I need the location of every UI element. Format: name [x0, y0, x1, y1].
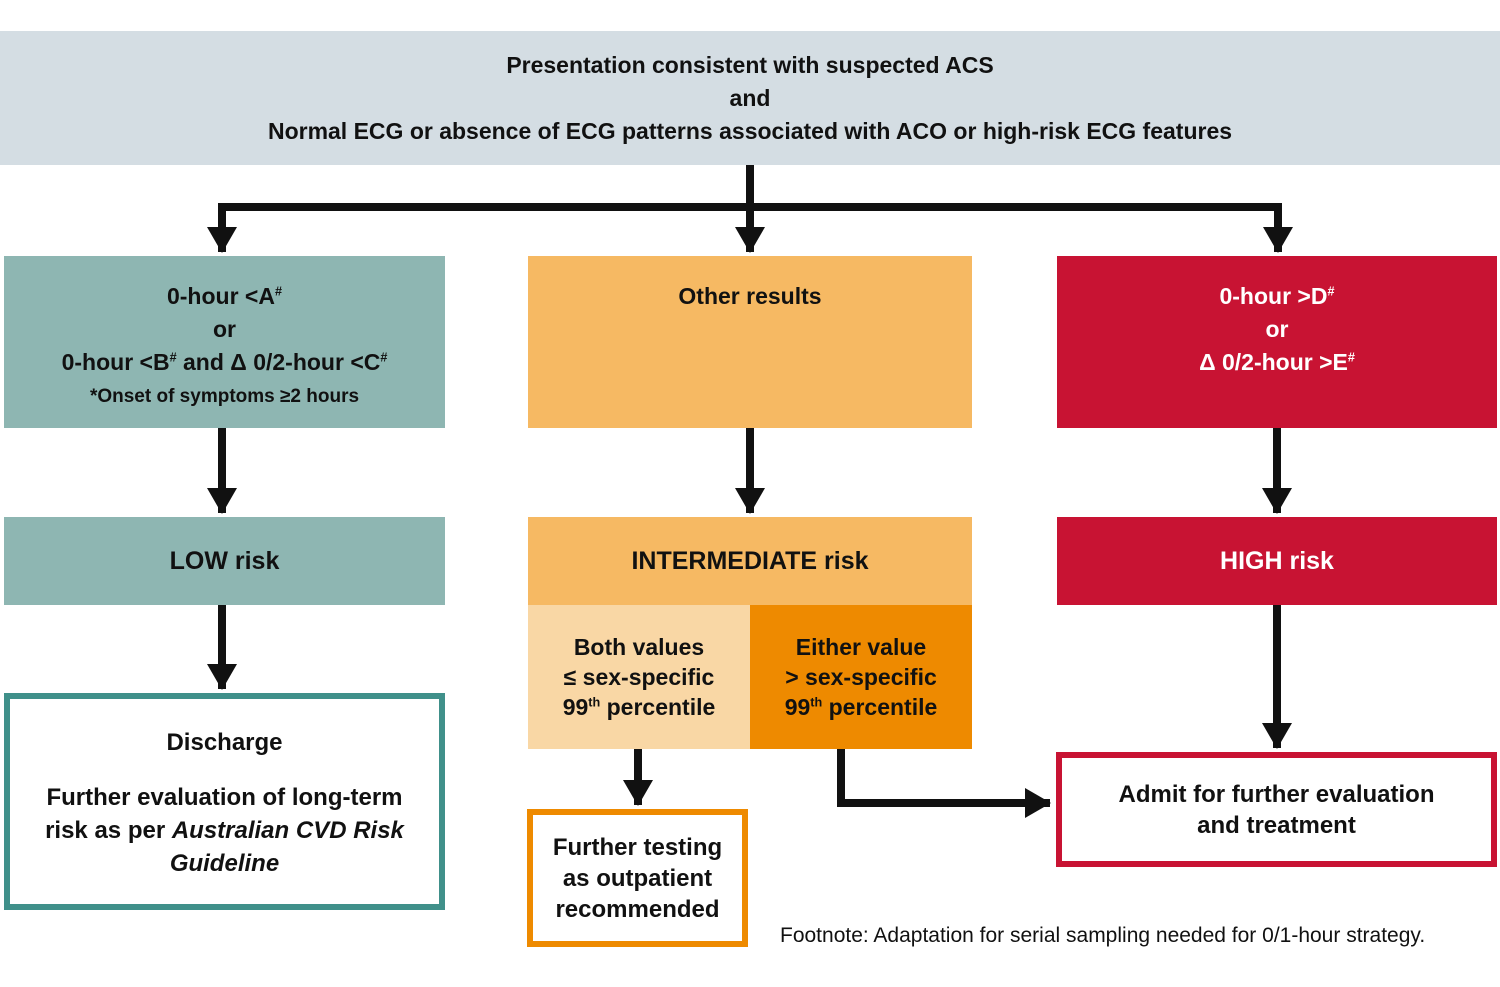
intermediate-risk-label: INTERMEDIATE risk — [631, 546, 869, 575]
admit-box: Admit for further evaluation and treatme… — [1056, 752, 1497, 867]
discharge-body: Further evaluation of long-term risk as … — [45, 784, 404, 877]
discharge-title: Discharge — [166, 729, 283, 756]
intermediate-risk-box: INTERMEDIATE risk — [528, 517, 972, 605]
high-criteria-line2: or — [1265, 316, 1289, 342]
low-risk-box: LOW risk — [4, 517, 445, 605]
low-criteria-line2: or — [213, 316, 236, 342]
low-criteria-note: *Onset of symptoms ≥2 hours — [89, 386, 360, 407]
further-testing-box: Further testing as outpatient recommende… — [527, 809, 748, 947]
arrow-subright-to-admit — [837, 748, 1051, 818]
high-risk-box: HIGH risk — [1057, 517, 1497, 605]
both-values-box: Both values ≤ sex-specific 99th percenti… — [528, 605, 750, 749]
high-criteria-box: 0-hour >D# or Δ 0/2-hour >E# — [1057, 256, 1497, 428]
high-criteria-line3: Δ 0/2-hour >E# — [1199, 349, 1355, 375]
either-value-box: Either value > sex-specific 99th percent… — [750, 605, 972, 749]
further-testing-line3: recommended — [555, 895, 720, 923]
admit-line2: and treatment — [1197, 811, 1356, 839]
low-risk-label: LOW risk — [169, 546, 280, 575]
header-line3: Normal ECG or absence of ECG patterns as… — [267, 117, 1233, 144]
high-criteria-line1: 0-hour >D# — [1219, 283, 1335, 309]
further-testing-line2: as outpatient — [562, 864, 713, 892]
low-criteria-line1: 0-hour <A# — [166, 283, 282, 309]
low-criteria-line3: 0-hour <B# and Δ 0/2-hour <C# — [61, 349, 388, 375]
both-values-line2: ≤ sex-specific — [563, 664, 715, 690]
header-line2: and — [729, 84, 771, 111]
both-values-line3: 99th percentile — [562, 694, 716, 720]
footnote: Footnote: Adaptation for serial sampling… — [780, 924, 1426, 947]
header-box: Presentation consistent with suspected A… — [0, 31, 1500, 165]
either-value-line1: Either value — [795, 634, 927, 660]
further-testing-line1: Further testing — [552, 833, 723, 861]
either-value-line2: > sex-specific — [785, 664, 937, 690]
both-values-line1: Both values — [573, 634, 705, 660]
admit-line1: Admit for further evaluation — [1118, 780, 1435, 808]
discharge-box: Discharge Further evaluation of long-ter… — [4, 693, 445, 910]
other-results-box: Other results — [528, 256, 972, 428]
either-value-line3: 99th percentile — [784, 694, 938, 720]
other-results-label: Other results — [678, 283, 822, 309]
high-risk-label: HIGH risk — [1220, 546, 1334, 575]
low-criteria-box: 0-hour <A# or 0-hour <B# and Δ 0/2-hour … — [4, 256, 445, 428]
header-line1: Presentation consistent with suspected A… — [506, 51, 994, 78]
